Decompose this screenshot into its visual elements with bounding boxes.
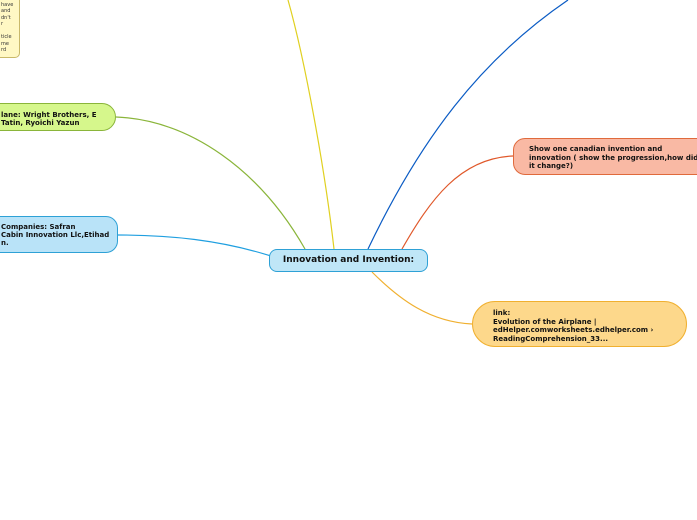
topic-link-text: link: Evolution of the Airplane | edHelp… xyxy=(493,309,654,343)
central-topic-label: Innovation and Invention: xyxy=(282,255,415,265)
connector-darkblue-top-right xyxy=(367,0,569,250)
connector-orange-link xyxy=(371,271,473,325)
connector-green-airplane xyxy=(115,116,306,250)
topic-airplane-inventors-text: lane: Wright Brothers, E Tatin, Ryoichi … xyxy=(1,111,97,127)
note-top-left[interactable]: ...ent have and dn't r ticle me rd xyxy=(0,0,20,58)
connector-red-canadian xyxy=(401,155,514,250)
note-top-left-text: ...ent have and dn't r ticle me rd xyxy=(1,0,14,53)
connector-blue-companies xyxy=(117,234,272,257)
topic-companies[interactable]: Companies: Safran Cabin Innovation Llc,E… xyxy=(0,216,118,253)
topic-link[interactable]: link: Evolution of the Airplane | edHelp… xyxy=(472,301,687,347)
topic-canadian-invention-text: Show one canadian invention and innovati… xyxy=(529,145,697,170)
topic-canadian-invention[interactable]: Show one canadian invention and innovati… xyxy=(513,138,697,175)
connector-yellow-top xyxy=(287,0,335,250)
topic-airplane-inventors[interactable]: lane: Wright Brothers, E Tatin, Ryoichi … xyxy=(0,103,116,131)
topic-companies-text: Companies: Safran Cabin Innovation Llc,E… xyxy=(1,223,110,247)
central-topic[interactable]: Innovation and Invention: xyxy=(269,249,428,272)
